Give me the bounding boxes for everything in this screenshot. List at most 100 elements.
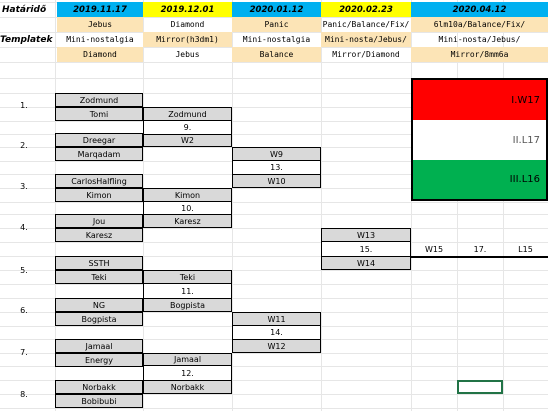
template-cell[interactable]: 6lm10a/Balance/Fix/ xyxy=(411,17,548,32)
final-right-cell[interactable]: L15 xyxy=(518,244,533,254)
match-number: 12. xyxy=(143,366,232,380)
grid-row-line xyxy=(0,242,548,243)
player-cell[interactable]: Karesz xyxy=(55,228,143,242)
player-cell[interactable]: Karesz xyxy=(143,214,232,228)
player-cell[interactable]: Jou xyxy=(55,214,143,228)
template-cell[interactable]: Balance xyxy=(232,47,321,62)
player-cell[interactable]: Teki xyxy=(55,270,143,284)
player-cell[interactable]: Teki xyxy=(143,270,232,284)
date-header-2[interactable]: 2019.12.01 xyxy=(143,2,232,17)
podium-second[interactable]: II.L17 xyxy=(413,120,546,160)
grid-row-line xyxy=(0,394,548,395)
player-cell[interactable]: W11 xyxy=(232,312,321,326)
grid-row-line xyxy=(0,32,548,33)
player-cell[interactable]: W2 xyxy=(143,134,232,147)
player-cell[interactable]: CarlosHalfling xyxy=(55,174,143,188)
player-cell[interactable]: W14 xyxy=(321,256,411,270)
match-number: 10. xyxy=(143,202,232,214)
match-number: 4. xyxy=(20,222,28,232)
template-cell[interactable]: Jebus xyxy=(57,17,143,32)
template-cell[interactable]: Mirror(h3dm1) xyxy=(143,32,232,47)
player-cell[interactable]: Marqadam xyxy=(55,147,143,161)
grid-row-line xyxy=(0,214,548,215)
player-cell[interactable]: Bogpista xyxy=(143,298,232,312)
player-cell[interactable]: W13 xyxy=(321,228,411,242)
grid-col-line xyxy=(55,0,56,411)
player-cell[interactable]: Zodmund xyxy=(55,93,143,107)
player-cell[interactable]: Bobibubi xyxy=(55,394,143,408)
grid-row-line xyxy=(0,256,548,257)
final-left-cell[interactable]: W15 xyxy=(424,244,444,254)
template-cell[interactable]: Mini-nostalgia xyxy=(242,35,311,44)
final-divider xyxy=(411,256,548,258)
player-cell[interactable]: Norbakk xyxy=(55,380,143,394)
grid-row-line xyxy=(0,380,548,381)
grid-col-line xyxy=(457,0,458,411)
player-cell[interactable]: Tomi xyxy=(55,107,143,121)
grid-row-line xyxy=(0,353,548,354)
match-number: 7. xyxy=(20,347,28,357)
player-cell[interactable]: Dreegar xyxy=(55,133,143,147)
final-match-number: 17. xyxy=(473,244,487,254)
date-header-3[interactable]: 2020.01.12 xyxy=(232,2,321,17)
match-number: 3. xyxy=(20,181,28,191)
templates-label: Templatek xyxy=(0,35,53,45)
match-number: 15. xyxy=(321,242,411,256)
template-cell[interactable]: Mirror/Diamond xyxy=(332,50,400,59)
template-cell[interactable]: Mirror/8mm6a xyxy=(411,47,548,62)
grid-row-line xyxy=(0,408,548,409)
podium-third[interactable]: III.L16 xyxy=(413,160,546,199)
match-number: 11. xyxy=(143,284,232,298)
template-cell[interactable]: Mini-nostalgia xyxy=(66,35,134,44)
template-cell[interactable]: Jebus xyxy=(175,50,200,59)
player-cell[interactable]: Norbakk xyxy=(143,380,232,394)
player-cell[interactable]: Jamaal xyxy=(55,339,143,353)
player-cell[interactable]: Kimon xyxy=(55,188,143,202)
player-cell[interactable]: W12 xyxy=(232,339,321,353)
grid-row-line xyxy=(0,78,548,79)
player-cell[interactable]: W9 xyxy=(232,147,321,161)
template-cell[interactable]: Panic xyxy=(232,17,321,32)
grid-col-line xyxy=(232,0,233,411)
match-number: 2. xyxy=(20,140,28,150)
grid-col-line xyxy=(321,0,322,411)
grid-col-line xyxy=(411,0,412,411)
match-number: 6. xyxy=(20,305,28,315)
template-cell[interactable]: Mini-nosta/Jebus/ xyxy=(321,32,411,47)
grid-row-line xyxy=(0,228,548,229)
match-number: 1. xyxy=(20,100,28,110)
podium-first[interactable]: I.W17 xyxy=(413,80,546,120)
grid-row-line xyxy=(0,121,548,122)
grid-row-line xyxy=(0,62,548,63)
match-number: 13. xyxy=(232,161,321,174)
grid-row-line xyxy=(0,188,548,189)
player-cell[interactable]: Bogpista xyxy=(55,312,143,326)
date-header-1[interactable]: 2019.11.17 xyxy=(57,2,143,17)
grid-row-line xyxy=(0,134,548,135)
match-number: 9. xyxy=(143,121,232,134)
date-header-4[interactable]: 2020.02.23 xyxy=(321,2,411,17)
template-cell[interactable]: Panic/Balance/Fix/ xyxy=(322,20,410,29)
grid-col-line xyxy=(503,0,504,411)
grid-row-line xyxy=(0,202,548,203)
player-cell[interactable]: SSTH xyxy=(55,256,143,270)
date-header-5[interactable]: 2020.04.12 xyxy=(411,2,548,17)
match-number: 14. xyxy=(232,326,321,339)
template-cell[interactable]: Mini-nosta/Jebus/ xyxy=(438,35,521,44)
template-cell[interactable]: Diamond xyxy=(170,20,205,29)
player-cell[interactable]: Energy xyxy=(55,353,143,367)
match-number: 5. xyxy=(20,265,28,275)
selected-cell[interactable] xyxy=(457,380,503,394)
player-cell[interactable]: Jamaal xyxy=(143,353,232,366)
grid-row-line xyxy=(0,366,548,367)
grid-row-line xyxy=(0,298,548,299)
grid-row-line xyxy=(0,93,548,94)
template-cell[interactable]: Diamond xyxy=(57,47,143,62)
player-cell[interactable]: W10 xyxy=(232,174,321,188)
deadline-label: Határidő xyxy=(2,5,47,15)
player-cell[interactable]: Zodmund xyxy=(143,107,232,121)
match-number: 8. xyxy=(20,389,28,399)
grid-row-line xyxy=(0,270,548,271)
player-cell[interactable]: NG xyxy=(55,298,143,312)
player-cell[interactable]: Kimon xyxy=(143,188,232,202)
